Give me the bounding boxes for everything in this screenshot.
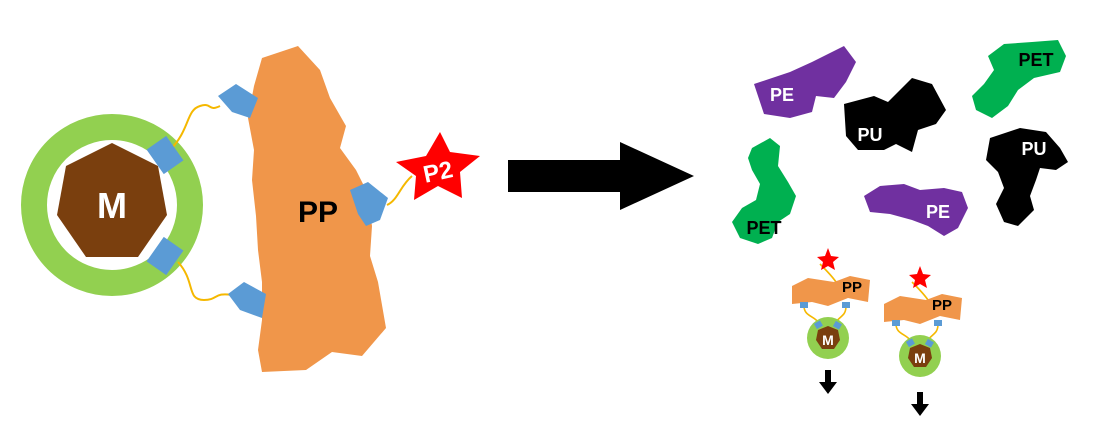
pet-shape: [732, 138, 796, 244]
anchor-ring-upper: [146, 135, 184, 175]
pu-label: PU: [857, 125, 882, 145]
magnetic-bead: M: [21, 114, 203, 296]
pe-shape: [864, 184, 968, 236]
pu-shape: [986, 128, 1068, 226]
magnet-core: [57, 143, 167, 257]
pp-label: PP: [298, 196, 338, 229]
process-arrow: [508, 142, 694, 210]
mini-magnet-label: M: [822, 332, 834, 348]
pu-label: PU: [1021, 139, 1046, 159]
linker-p2: [386, 175, 413, 206]
mini-magnet-label: M: [914, 350, 926, 366]
pet-label: PET: [1018, 50, 1053, 70]
peptide-p2: P2: [396, 132, 480, 200]
pet-shape: [972, 40, 1066, 118]
anchor-ring-lower: [146, 236, 184, 276]
polymer-binding-peptide: [248, 46, 386, 372]
p2-star: [396, 132, 480, 200]
p2-label: P2: [421, 156, 455, 189]
pu-shape: [844, 78, 946, 152]
magnet-ring: [21, 114, 203, 296]
plastic-pu-2: PU: [986, 128, 1068, 226]
linker-lower: [177, 261, 233, 302]
pe-shape: [754, 46, 856, 118]
magnet-label: M: [97, 185, 127, 226]
anchor-pp-lower: [228, 282, 266, 318]
mini-pp-label: PP: [842, 279, 862, 296]
mini-pp-label: PP: [932, 297, 952, 314]
anchors: [146, 84, 388, 318]
plastic-pet-1: PET: [972, 40, 1066, 118]
captured-complex-2: PP M: [883, 265, 963, 416]
anchor-pp-right: [350, 182, 388, 226]
linker-upper: [169, 104, 221, 151]
plastic-pe-2: PE: [864, 184, 968, 236]
plastic-pet-2: PET: [732, 138, 796, 244]
pe-label: PE: [926, 202, 950, 222]
down-arrow: [911, 392, 929, 416]
down-arrow: [819, 370, 837, 394]
pet-label: PET: [746, 218, 781, 238]
captured-complex-1: PP M: [791, 247, 871, 394]
linkers: [169, 104, 413, 302]
pe-label: PE: [770, 85, 794, 105]
plastic-pe-1: PE: [754, 46, 856, 118]
anchor-pp-upper: [218, 84, 258, 118]
plastic-pu-1: PU: [844, 78, 946, 152]
